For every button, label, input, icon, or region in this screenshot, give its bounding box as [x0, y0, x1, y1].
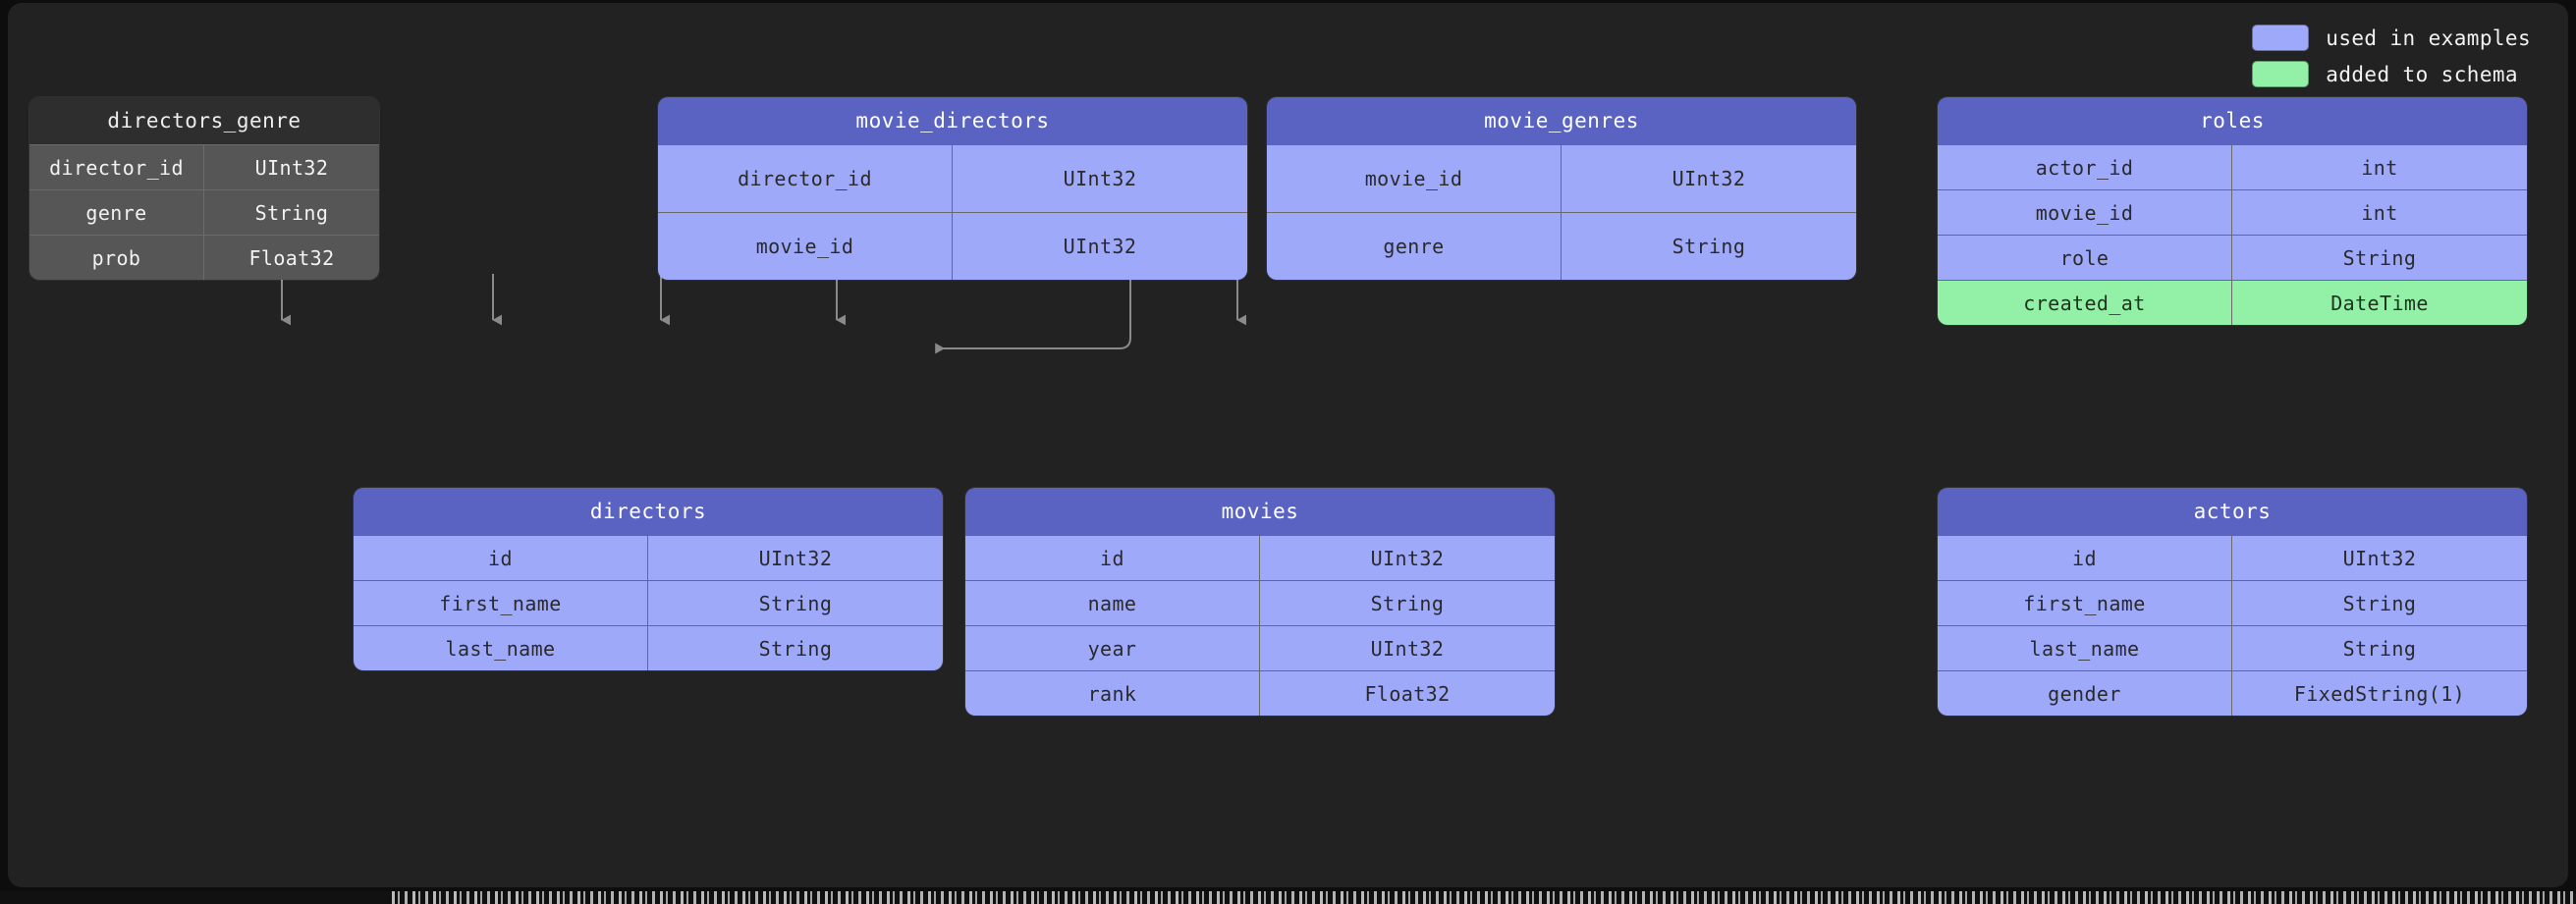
table-row: first_name String	[1938, 580, 2527, 625]
column-name: first_name	[354, 581, 648, 625]
column-type: UInt32	[1370, 546, 1445, 570]
column-type: UInt32	[758, 546, 833, 570]
table-title-movies: movies	[965, 488, 1555, 535]
column-type: String	[1672, 235, 1746, 258]
column-name: movie_id	[658, 213, 953, 280]
column-type: UInt32	[1063, 235, 1137, 258]
table-row: director_id UInt32	[658, 144, 1247, 212]
table-row: genre String	[1267, 212, 1856, 280]
table-title-movie_genres: movie_genres	[1267, 97, 1856, 144]
column-type: String	[758, 591, 833, 615]
legend-item-added-to-schema: added to schema	[2252, 61, 2518, 87]
column-type: String	[2342, 636, 2417, 661]
column-name: first_name	[1938, 581, 2232, 625]
legend-label-used-in-examples: used in examples	[2326, 26, 2531, 50]
column-type: String	[254, 200, 329, 225]
table-row: id UInt32	[354, 535, 943, 580]
table-movie_genres[interactable]: movie_genres movie_id UInt32 genre Strin…	[1267, 97, 1856, 280]
table-title-movie_directors: movie_directors	[658, 97, 1247, 144]
column-name: role	[1938, 236, 2232, 280]
column-type: FixedString(1)	[2293, 681, 2466, 706]
column-type: DateTime	[2330, 291, 2429, 315]
table-title-roles: roles	[1938, 97, 2527, 144]
column-type: UInt32	[254, 155, 329, 180]
legend-swatch-used-in-examples	[2252, 25, 2310, 51]
table-row: last_name String	[354, 625, 943, 670]
table-movie_directors[interactable]: movie_directors director_id UInt32 movie…	[658, 97, 1247, 280]
table-title-actors: actors	[1938, 488, 2527, 535]
diagram-canvas: used in examples added to schema directo…	[8, 3, 2568, 887]
column-name: genre	[1267, 213, 1562, 280]
column-name: id	[1938, 536, 2232, 580]
page-content-sliver-mask	[0, 891, 388, 904]
table-row: prob Float32	[29, 235, 379, 280]
column-name: last_name	[354, 626, 648, 670]
column-type: UInt32	[1370, 636, 1445, 661]
column-name: prob	[29, 236, 204, 280]
table-row: director_id UInt32	[29, 144, 379, 189]
table-roles[interactable]: roles actor_id int movie_id int role Str…	[1938, 97, 2527, 325]
column-type: String	[758, 636, 833, 661]
column-type: int	[2361, 155, 2398, 180]
legend: used in examples added to schema	[2252, 25, 2531, 87]
column-name: id	[354, 536, 648, 580]
table-row: name String	[965, 580, 1555, 625]
column-name: name	[965, 581, 1260, 625]
column-type: String	[2342, 245, 2417, 270]
table-row: gender FixedString(1)	[1938, 670, 2527, 716]
column-name: year	[965, 626, 1260, 670]
legend-label-added-to-schema: added to schema	[2326, 62, 2518, 86]
table-row: actor_id int	[1938, 144, 2527, 189]
column-type: Float32	[1364, 681, 1451, 706]
table-row: movie_id UInt32	[658, 212, 1247, 280]
table-title-directors: directors	[354, 488, 943, 535]
table-row: id UInt32	[1938, 535, 2527, 580]
table-row: last_name String	[1938, 625, 2527, 670]
table-row: first_name String	[354, 580, 943, 625]
column-name: created_at	[1938, 281, 2232, 325]
column-type: int	[2361, 200, 2398, 225]
legend-swatch-added-to-schema	[2252, 61, 2310, 87]
column-name: director_id	[658, 145, 953, 212]
column-name: movie_id	[1938, 190, 2232, 235]
column-name: rank	[965, 671, 1260, 716]
table-row: year UInt32	[965, 625, 1555, 670]
table-row-added: created_at DateTime	[1938, 280, 2527, 325]
column-name: last_name	[1938, 626, 2232, 670]
table-row: genre String	[29, 189, 379, 235]
page-content-sliver	[0, 891, 2576, 904]
column-type: UInt32	[2342, 546, 2417, 570]
column-type: Float32	[248, 245, 335, 270]
table-row: movie_id int	[1938, 189, 2527, 235]
column-type: String	[2342, 591, 2417, 615]
table-row: rank Float32	[965, 670, 1555, 716]
table-title-directors_genre: directors_genre	[29, 97, 379, 144]
legend-item-used-in-examples: used in examples	[2252, 25, 2531, 51]
table-row: id UInt32	[965, 535, 1555, 580]
column-name: gender	[1938, 671, 2232, 716]
column-name: id	[965, 536, 1260, 580]
column-type: String	[1370, 591, 1445, 615]
table-row: role String	[1938, 235, 2527, 280]
table-directors_genre[interactable]: directors_genre director_id UInt32 genre…	[29, 97, 379, 280]
table-actors[interactable]: actors id UInt32 first_name String last_…	[1938, 488, 2527, 716]
column-name: genre	[29, 190, 204, 235]
column-type: UInt32	[1063, 167, 1137, 190]
table-row: movie_id UInt32	[1267, 144, 1856, 212]
table-directors[interactable]: directors id UInt32 first_name String la…	[354, 488, 943, 670]
column-name: movie_id	[1267, 145, 1562, 212]
table-movies[interactable]: movies id UInt32 name String year UInt32…	[965, 488, 1555, 716]
column-type: UInt32	[1672, 167, 1746, 190]
column-name: director_id	[29, 145, 204, 189]
column-name: actor_id	[1938, 145, 2232, 189]
